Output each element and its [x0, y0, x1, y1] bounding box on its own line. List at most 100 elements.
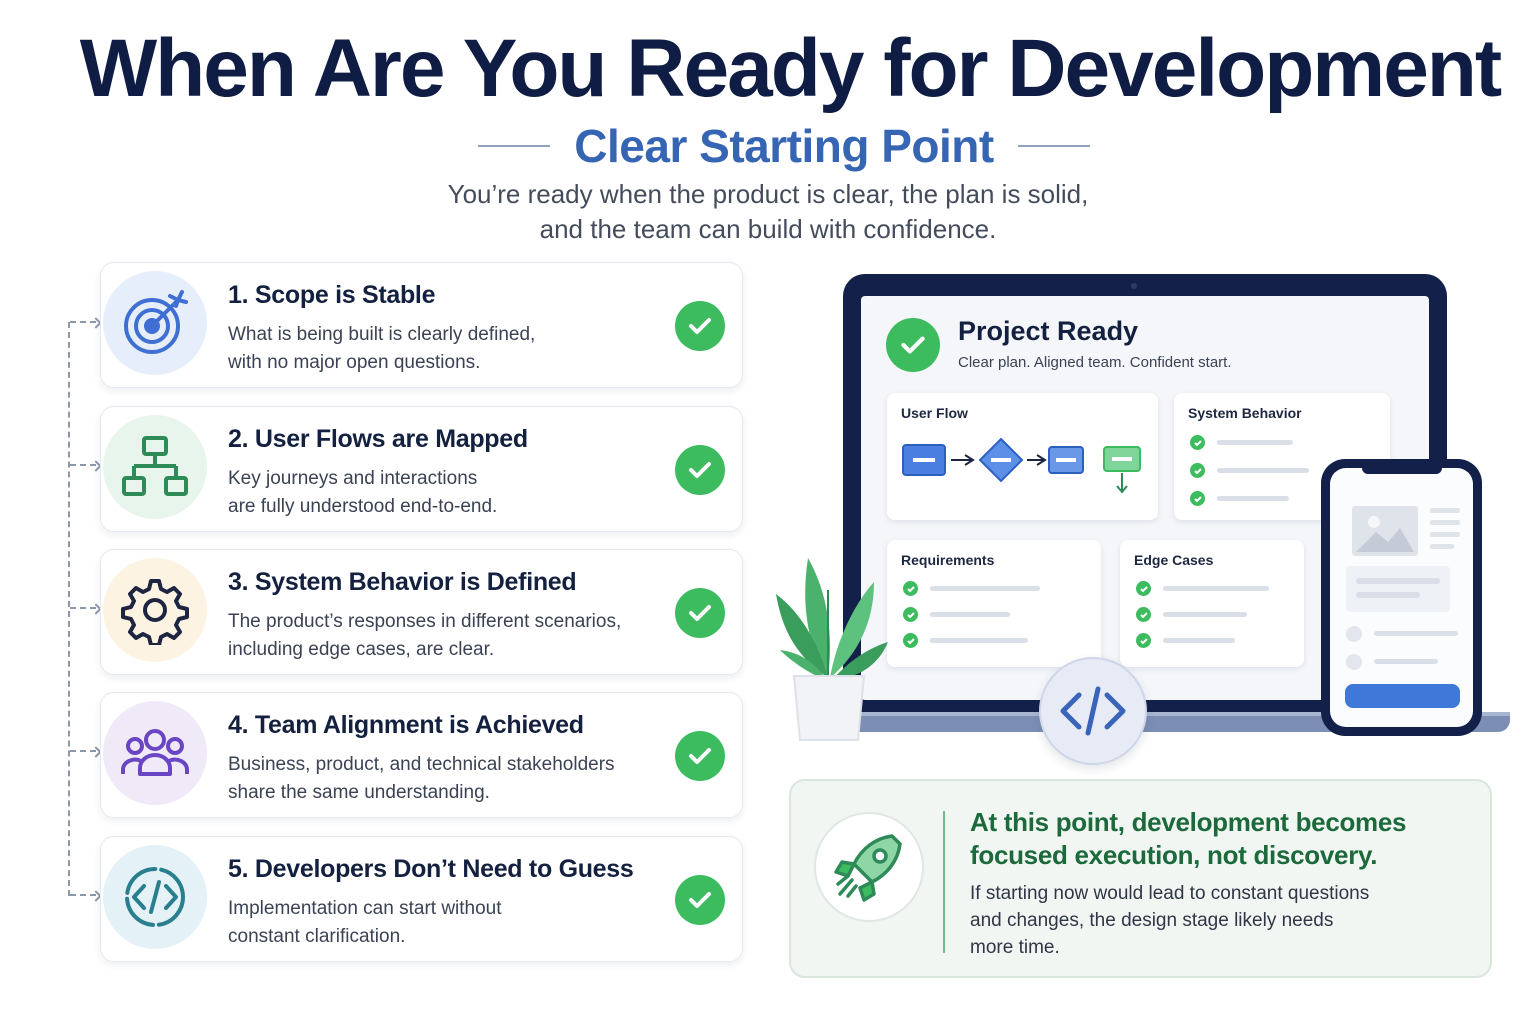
flow-chart-icon — [103, 415, 207, 519]
check-icon — [675, 731, 725, 781]
subtitle-rule-right — [1017, 145, 1090, 147]
connector-arrow — [70, 321, 96, 323]
panel-title: User Flow — [901, 405, 968, 421]
phone-action-button — [1345, 684, 1460, 708]
check-icon — [1136, 633, 1151, 648]
requirements-panel: Requirements — [887, 540, 1101, 667]
step-description: The product’s responses in different sce… — [228, 608, 668, 664]
rocket-icon — [814, 812, 924, 922]
step-description: Key journeys and interactions are fully … — [228, 465, 668, 521]
step-desc-line: The product’s responses in different sce… — [228, 611, 622, 632]
step-desc-line: Business, product, and technical stakeho… — [228, 754, 615, 775]
check-icon — [675, 445, 725, 495]
checklist-row — [903, 633, 1028, 648]
checklist-row — [1190, 463, 1309, 478]
plant-icon — [776, 558, 888, 741]
check-icon — [675, 588, 725, 638]
check-icon — [1190, 491, 1205, 506]
panel-title: Edge Cases — [1134, 552, 1214, 568]
code-badge-icon — [1039, 657, 1147, 765]
connector-arrow — [70, 607, 96, 609]
panel-title: Requirements — [901, 552, 995, 568]
subtitle-rule-left — [478, 145, 551, 147]
callout-body-line: and changes, the design stage likely nee… — [970, 910, 1334, 931]
check-icon — [1190, 463, 1205, 478]
flow-diagram-icon — [902, 437, 1141, 494]
step-desc-line: including edge cases, are clear. — [228, 639, 495, 660]
step-description: Implementation can start without constan… — [228, 895, 668, 951]
step-desc-line: with no major open questions. — [228, 352, 481, 373]
callout-body-line: more time. — [970, 937, 1060, 958]
connector-arrow — [70, 894, 96, 896]
placeholder-bar — [1163, 638, 1235, 643]
callout-heading-line: focused execution, not discovery. — [970, 840, 1378, 870]
step-desc-line: What is being built is clearly defined, — [228, 324, 536, 345]
placeholder-card — [1346, 566, 1450, 612]
step-title: 2. User Flows are Mapped — [228, 425, 528, 453]
check-icon — [903, 581, 918, 596]
intro-line: You’re ready when the product is clear, … — [447, 179, 1089, 209]
code-icon — [103, 845, 207, 949]
checklist-row — [1136, 581, 1269, 596]
step-desc-line: share the same understanding. — [228, 782, 490, 803]
page-subtitle: Clear Starting Point — [574, 120, 994, 172]
step-title: 3. System Behavior is Defined — [228, 568, 577, 596]
check-icon — [1136, 607, 1151, 622]
step-title: 1. Scope is Stable — [228, 281, 436, 309]
user-flow-panel: User Flow — [887, 393, 1158, 520]
step-title: 4. Team Alignment is Achieved — [228, 711, 584, 739]
placeholder-bar — [1163, 612, 1247, 617]
team-icon — [103, 701, 207, 805]
check-icon — [675, 301, 725, 351]
edge-cases-panel: Edge Cases — [1120, 540, 1304, 667]
check-icon — [1136, 581, 1151, 596]
step-desc-line: Key journeys and interactions — [228, 468, 478, 489]
step-description: Business, product, and technical stakeho… — [228, 751, 668, 807]
phone-notch — [1362, 466, 1442, 474]
page-title: When Are You Ready for Development — [79, 23, 1502, 114]
step-desc-line: constant clarification. — [228, 926, 406, 947]
placeholder-bar — [1356, 578, 1440, 584]
callout-body-line: If starting now would lead to constant q… — [970, 883, 1370, 904]
check-icon — [1190, 435, 1205, 450]
laptop-camera — [1131, 283, 1137, 289]
placeholder-bar — [1430, 544, 1454, 549]
connector-arrow — [70, 750, 96, 752]
placeholder-bar — [1163, 586, 1269, 591]
checklist-row — [903, 607, 1010, 622]
dashboard-title: Project Ready — [958, 316, 1139, 346]
callout-divider — [943, 811, 945, 953]
placeholder-bar — [1430, 508, 1460, 513]
checklist-row — [1190, 491, 1289, 506]
step-desc-line: Implementation can start without — [228, 898, 502, 919]
placeholder-bar — [930, 612, 1010, 617]
step-connector — [68, 322, 70, 896]
panel-title: System Behavior — [1188, 405, 1302, 421]
intro-line: and the team can build with confidence. — [539, 214, 997, 244]
step-card-scope: 1. Scope is Stable What is being built i… — [100, 262, 743, 388]
placeholder-bar — [930, 586, 1040, 591]
placeholder-bar — [1374, 659, 1438, 664]
placeholder-dot — [1346, 626, 1362, 642]
dashboard-subtitle: Clear plan. Aligned team. Confident star… — [958, 354, 1232, 371]
intro-text: You’re ready when the product is clear, … — [368, 177, 1168, 247]
placeholder-bar — [1430, 520, 1460, 525]
callout-heading: At this point, development becomes focus… — [970, 806, 1470, 872]
placeholder-bar — [1217, 468, 1309, 473]
check-icon — [675, 875, 725, 925]
checklist-row — [1136, 633, 1235, 648]
checklist-row — [1136, 607, 1247, 622]
subtitle-row: Clear Starting Point — [478, 118, 1090, 174]
placeholder-bar — [1356, 592, 1420, 598]
checklist-row — [903, 581, 1040, 596]
step-card-user-flows: 2. User Flows are Mapped Key journeys an… — [100, 406, 743, 532]
placeholder-bar — [1430, 532, 1460, 537]
check-icon — [903, 607, 918, 622]
placeholder-bar — [930, 638, 1028, 643]
checklist-row — [1190, 435, 1293, 450]
placeholder-bar — [1217, 440, 1293, 445]
step-title: 5. Developers Don’t Need to Guess — [228, 855, 634, 883]
callout-body: If starting now would lead to constant q… — [970, 880, 1470, 961]
target-icon — [103, 271, 207, 375]
step-card-system-behavior: 3. System Behavior is Defined The produc… — [100, 549, 743, 675]
